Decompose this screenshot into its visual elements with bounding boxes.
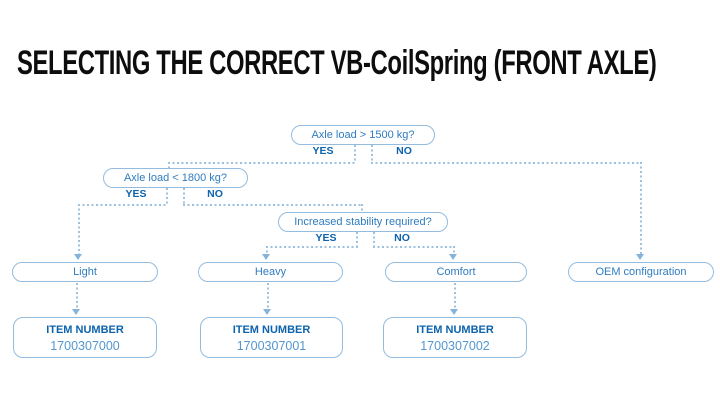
outcome-comfort: Comfort: [385, 262, 527, 282]
arrow-down-icon: [263, 309, 271, 315]
dashed-connector: [454, 283, 456, 309]
decision-axle-load-1800: Axle load < 1800 kg?: [103, 168, 248, 188]
item-number-heading: ITEM NUMBER: [232, 324, 311, 336]
dashed-connector: [183, 204, 363, 206]
page-title: SELECTING THE CORRECT VB-CoilSpring (FRO…: [17, 44, 657, 82]
dashed-connector: [183, 188, 185, 204]
dashed-connector: [453, 246, 455, 254]
dashed-connector: [640, 162, 642, 254]
dashed-connector: [356, 232, 358, 246]
outcome-heavy: Heavy: [198, 262, 343, 282]
decision-increased-stability: Increased stability required?: [278, 212, 448, 232]
dashed-connector: [168, 162, 170, 169]
branch-label-no: NO: [394, 232, 410, 244]
dashed-connector: [371, 162, 642, 164]
arrow-down-icon: [262, 254, 270, 260]
dashed-connector: [76, 283, 78, 309]
decision-axle-load-1500: Axle load > 1500 kg?: [291, 125, 435, 145]
branch-label-no: NO: [396, 145, 412, 157]
item-number-value: 1700307000: [50, 339, 120, 353]
item-number-heading: ITEM NUMBER: [46, 324, 124, 336]
arrow-down-icon: [449, 254, 457, 260]
arrow-down-icon: [74, 254, 82, 260]
item-number-value: 1700307001: [236, 339, 307, 353]
outcome-oem-configuration: OEM configuration: [568, 262, 714, 282]
branch-label-yes: YES: [312, 145, 334, 157]
arrow-down-icon: [636, 254, 644, 260]
item-number-heading: ITEM NUMBER: [416, 324, 494, 336]
dashed-connector: [266, 246, 268, 254]
item-number-box: ITEM NUMBER 1700307002: [383, 317, 527, 358]
dashed-connector: [354, 145, 356, 163]
branch-label-yes: YES: [125, 188, 147, 200]
dashed-connector: [267, 283, 269, 309]
dashed-connector: [166, 188, 168, 204]
dashed-connector: [168, 162, 356, 164]
arrow-down-icon: [450, 309, 458, 315]
outcome-light: Light: [12, 262, 158, 282]
item-number-value: 1700307002: [420, 339, 490, 353]
dashed-connector: [371, 145, 373, 163]
item-number-box: ITEM NUMBER 1700307000: [13, 317, 157, 358]
dashed-connector: [266, 246, 358, 248]
branch-label-yes: YES: [315, 232, 337, 244]
dashed-connector: [361, 204, 363, 212]
dashed-connector: [373, 246, 455, 248]
dashed-connector: [373, 232, 375, 246]
dashed-connector: [78, 204, 80, 254]
dashed-connector: [78, 204, 168, 206]
item-number-box: ITEM NUMBER 1700307001: [200, 317, 343, 358]
arrow-down-icon: [72, 309, 80, 315]
branch-label-no: NO: [207, 188, 223, 200]
